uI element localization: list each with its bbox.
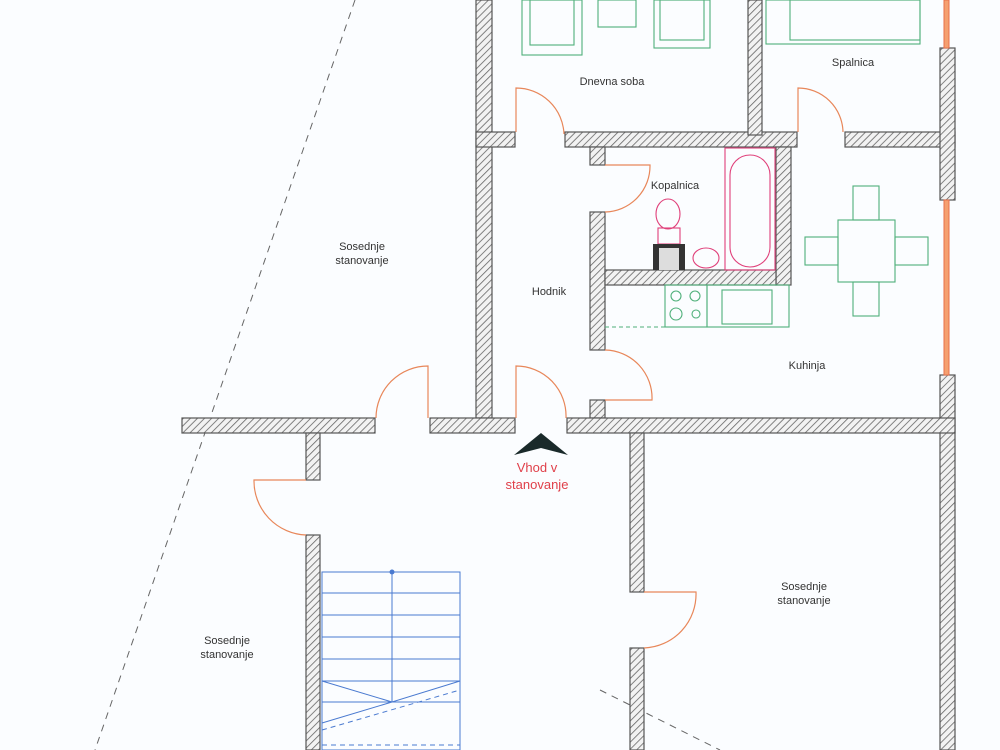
living-room-furniture — [521, 0, 711, 56]
door-bedroom[interactable] — [797, 87, 844, 133]
property-boundary-lines — [94, 0, 721, 750]
walls — [181, 0, 956, 750]
entrance-arrow-icon — [514, 433, 568, 455]
entrance-label-line1: Vhod v — [517, 460, 558, 475]
room-label-hallway: Hodnik — [532, 286, 567, 298]
door-living-room[interactable] — [515, 87, 565, 135]
room-label-kitchen: Kuhinja — [789, 360, 827, 372]
room-label-living: Dnevna soba — [580, 76, 646, 88]
dining-table — [804, 185, 929, 317]
room-label-bathroom: Kopalnica — [651, 180, 700, 192]
door-neighbor-right[interactable] — [643, 591, 697, 649]
room-label-bedroom: Spalnica — [832, 57, 875, 69]
bed — [765, 0, 921, 45]
kitchen-counter — [605, 284, 790, 328]
door-kitchen[interactable] — [604, 349, 653, 401]
neighbor-label-3-line1: Sosednje — [204, 635, 250, 647]
door-bathroom[interactable] — [604, 164, 651, 213]
door-hall-neighbor[interactable] — [375, 365, 429, 419]
neighbor-label-3-line2: stanovanje — [200, 649, 253, 661]
neighbor-label-1-line2: stanovanje — [335, 255, 388, 267]
neighbor-label-2-line1: Sosednje — [781, 581, 827, 593]
doors[interactable] — [253, 87, 844, 649]
entrance-label-line2: stanovanje — [506, 477, 569, 492]
windows — [943, 0, 950, 376]
door-neighbor-left[interactable] — [253, 479, 307, 536]
neighbor-label-1-line1: Sosednje — [339, 241, 385, 253]
door-entrance[interactable] — [515, 365, 567, 419]
bathroom-fixtures — [653, 147, 776, 271]
staircase — [321, 569, 461, 750]
neighbor-label-2-line2: stanovanje — [777, 595, 830, 607]
